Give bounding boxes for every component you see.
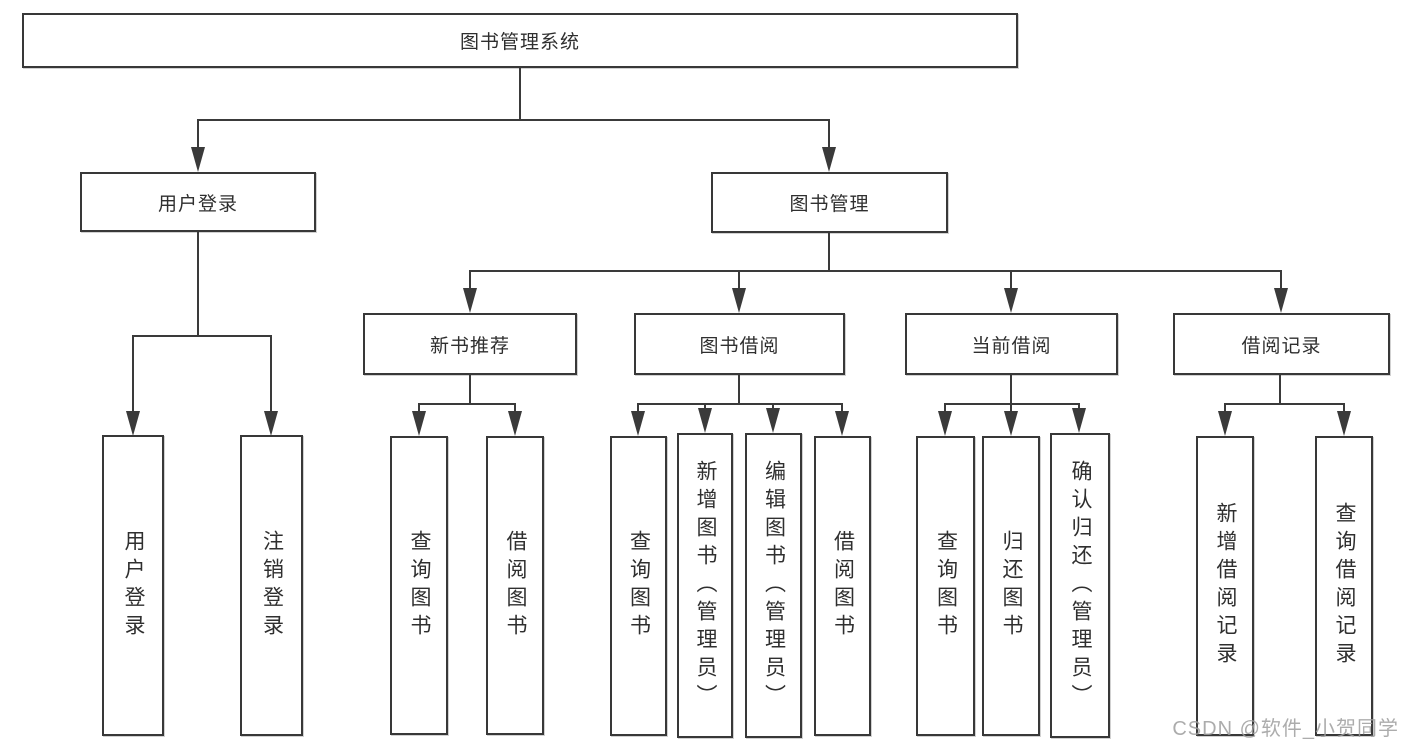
leaf-add-book-admin: 新增图书（管理员） (677, 433, 733, 738)
node-user-login: 用户登录 (80, 172, 316, 232)
arrow-down-icon (412, 411, 426, 436)
arrow-down-icon (264, 411, 278, 436)
connector-new-book-stem (469, 375, 471, 405)
connector-drop-book-borrow (738, 270, 740, 290)
connector-borrow-records-branch (1224, 403, 1345, 405)
node-new-book-recommend: 新书推荐 (363, 313, 577, 375)
connector-drop-leaf (418, 403, 420, 415)
node-current-borrow: 当前借阅 (905, 313, 1118, 375)
arrow-down-icon (766, 408, 780, 433)
leaf-add-borrow-record: 新增借阅记录 (1196, 436, 1254, 736)
connector-drop-leaf (270, 335, 272, 414)
connector-drop-leaf (1224, 403, 1226, 415)
arrow-down-icon (1072, 408, 1086, 433)
node-library-management-system: 图书管理系统 (22, 13, 1018, 68)
connector-drop-leaf (132, 335, 134, 414)
node-label: 当前借阅 (971, 335, 1052, 357)
leaf-label: 确认归还（管理员） (1069, 459, 1093, 712)
connector-book-borrow-stem (738, 375, 740, 405)
connector-drop-leaf (841, 403, 843, 415)
leaf-label: 借阅图书 (504, 529, 528, 642)
leaf-recommend-borrow-books: 借阅图书 (486, 436, 544, 735)
node-borrow-records: 借阅记录 (1173, 313, 1390, 375)
connector-drop-user-login (197, 119, 199, 151)
csdn-watermark: CSDN @软件_小贺同学 (1172, 718, 1399, 740)
leaf-label: 用户登录 (122, 529, 146, 642)
connector-drop-book-management (828, 119, 830, 151)
arrow-down-icon (126, 411, 140, 436)
leaf-label: 查询图书 (408, 529, 432, 642)
leaf-return-books: 归还图书 (982, 436, 1040, 736)
leaf-label: 新增借阅记录 (1214, 502, 1238, 670)
connector-current-borrow-branch (944, 403, 1080, 405)
connector-drop-leaf (637, 403, 639, 415)
leaf-label: 查询图书 (934, 530, 958, 642)
connector-drop-leaf (772, 403, 774, 411)
leaf-user-login: 用户登录 (102, 435, 164, 736)
connector-root-stem (519, 68, 521, 121)
arrow-down-icon (508, 411, 522, 436)
leaf-query-borrow-record: 查询借阅记录 (1315, 436, 1373, 736)
leaf-logout-login: 注销登录 (240, 435, 303, 736)
connector-user-login-stem (197, 232, 199, 337)
leaf-label: 借阅图书 (831, 530, 855, 642)
connector-drop-leaf (704, 403, 706, 411)
leaf-current-query-books: 查询图书 (916, 436, 975, 736)
connector-drop-borrow-records (1280, 270, 1282, 290)
leaf-recommend-query-books: 查询图书 (390, 436, 448, 735)
leaf-label: 编辑图书（管理员） (762, 459, 786, 712)
node-label: 图书借阅 (699, 335, 780, 357)
node-label: 新书推荐 (429, 335, 510, 357)
connector-new-book-branch (418, 403, 516, 405)
leaf-label: 新增图书（管理员） (694, 459, 718, 712)
connector-drop-new-book (469, 270, 471, 290)
node-label: 图书管理 (789, 194, 870, 215)
connector-drop-leaf (944, 403, 946, 415)
arrow-down-icon (1274, 288, 1288, 313)
connector-book-management-branch (469, 270, 1282, 272)
arrow-down-icon (698, 408, 712, 433)
arrow-down-icon (1337, 411, 1351, 436)
node-label: 借阅记录 (1241, 335, 1322, 357)
connector-drop-current-borrow (1010, 270, 1012, 290)
leaf-label: 归还图书 (1000, 530, 1024, 642)
arrow-down-icon (463, 288, 477, 313)
arrow-down-icon (835, 411, 849, 436)
leaf-borrow-query-books: 查询图书 (610, 436, 667, 736)
leaf-label: 注销登录 (260, 529, 284, 642)
leaf-label: 查询借阅记录 (1333, 502, 1357, 670)
node-label: 图书管理系统 (459, 32, 580, 53)
connector-book-management-stem (828, 233, 830, 272)
connector-book-borrow-branch (637, 403, 843, 405)
arrow-down-icon (1218, 411, 1232, 436)
connector-drop-leaf (1078, 403, 1080, 411)
arrow-down-icon (732, 288, 746, 313)
connector-user-login-branch (132, 335, 272, 337)
connector-root-branch (197, 119, 830, 121)
node-book-management: 图书管理 (711, 172, 948, 233)
arrow-down-icon (191, 147, 205, 172)
arrow-down-icon (631, 411, 645, 436)
connector-drop-leaf (1343, 403, 1345, 415)
leaf-confirm-return-admin: 确认归还（管理员） (1050, 433, 1110, 738)
leaf-edit-book-admin: 编辑图书（管理员） (745, 433, 802, 738)
leaf-borrow-books: 借阅图书 (814, 436, 871, 736)
connector-borrow-records-stem (1279, 375, 1281, 405)
node-book-borrow: 图书借阅 (634, 313, 845, 375)
leaf-label: 查询图书 (627, 530, 651, 642)
connector-drop-leaf (514, 403, 516, 415)
arrow-down-icon (822, 147, 836, 172)
connector-drop-leaf (1010, 403, 1012, 415)
arrow-down-icon (1004, 288, 1018, 313)
arrow-down-icon (938, 411, 952, 436)
arrow-down-icon (1004, 411, 1018, 436)
connector-current-borrow-stem (1010, 375, 1012, 405)
node-label: 用户登录 (157, 193, 238, 215)
